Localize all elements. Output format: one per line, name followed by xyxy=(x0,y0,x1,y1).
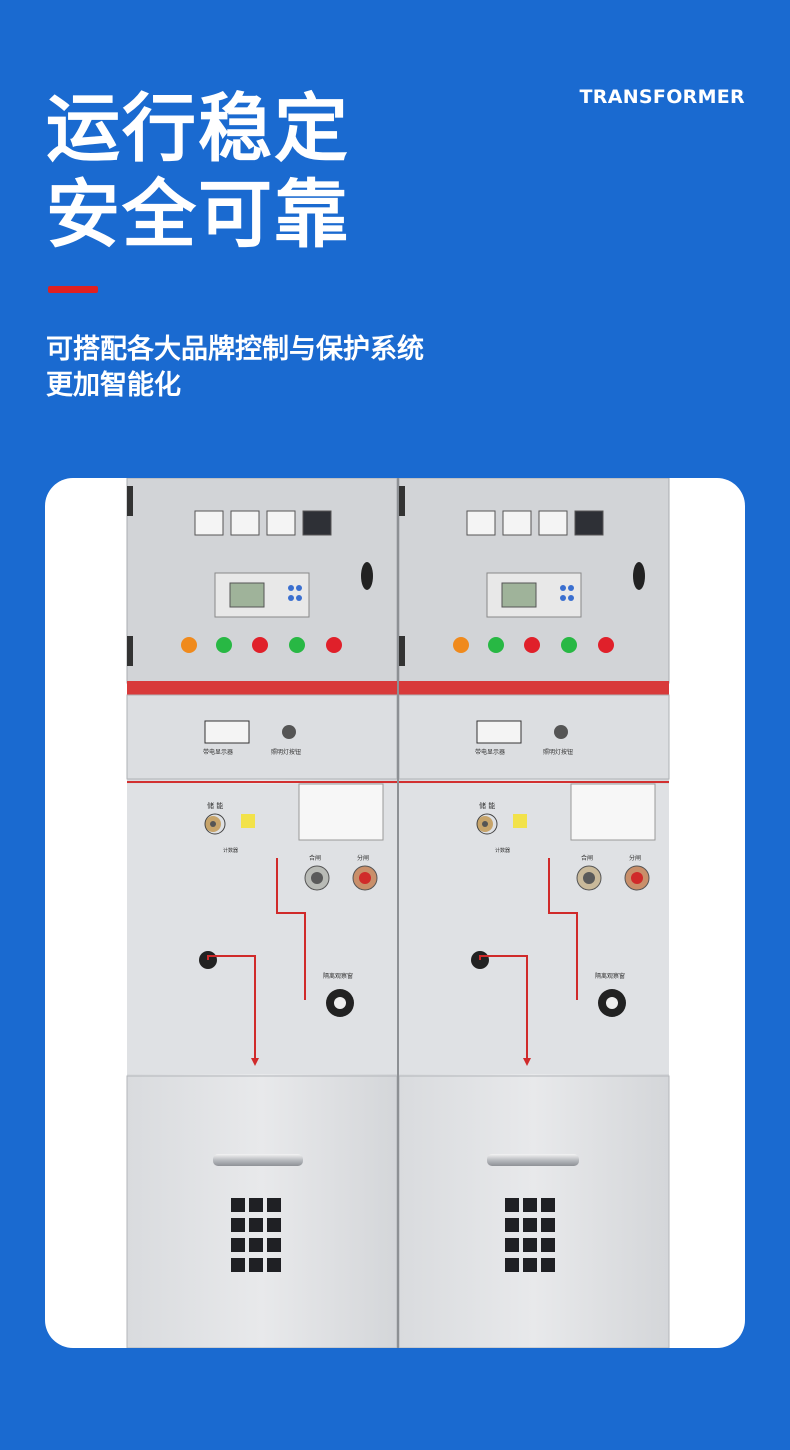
cabinet-left: 带电显示器 照明灯按钮 储 能 计数器 合闸 分闸 xyxy=(126,478,398,1348)
product-card: 带电显示器 照明灯按钮 储 能 计数器 合闸 分闸 xyxy=(45,478,745,1348)
open-label-left: 分闸 xyxy=(357,854,369,862)
headline-line-2: 安全可靠 xyxy=(46,172,350,258)
energy-storage-label-left: 储 能 xyxy=(207,801,223,810)
close-label-left: 合闸 xyxy=(309,854,321,862)
accent-bar xyxy=(48,286,98,293)
live-indicator-label-right: 带电显示器 xyxy=(475,748,505,756)
close-label-right: 合闸 xyxy=(581,854,593,862)
headline: 运行稳定 安全可靠 xyxy=(46,86,350,258)
cabinet-right: 带电显示器 照明灯按钮 储 能 计数器 合闸 分闸 xyxy=(398,478,670,1348)
brand-label: TRANSFORMER xyxy=(579,86,745,108)
subtitle: 可搭配各大品牌控制与保护系统 更加智能化 xyxy=(46,332,424,404)
subtitle-line-2: 更加智能化 xyxy=(46,370,181,401)
counter-label-right: 计数器 xyxy=(495,847,510,854)
live-indicator-label-left: 带电显示器 xyxy=(203,748,233,756)
lighting-switch-label-right: 照明灯按钮 xyxy=(543,748,573,756)
subtitle-line-1: 可搭配各大品牌控制与保护系统 xyxy=(46,334,424,365)
switchgear-photo: 带电显示器 照明灯按钮 储 能 计数器 合闸 分闸 xyxy=(126,478,670,1348)
isolation-window-label-right: 隔离观察窗 xyxy=(595,972,625,980)
open-label-right: 分闸 xyxy=(629,854,641,862)
energy-storage-label-right: 储 能 xyxy=(479,801,495,810)
lighting-switch-label-left: 照明灯按钮 xyxy=(271,748,301,756)
headline-line-1: 运行稳定 xyxy=(46,86,350,172)
isolation-window-label-left: 隔离观察窗 xyxy=(323,972,353,980)
counter-label-left: 计数器 xyxy=(223,847,238,854)
